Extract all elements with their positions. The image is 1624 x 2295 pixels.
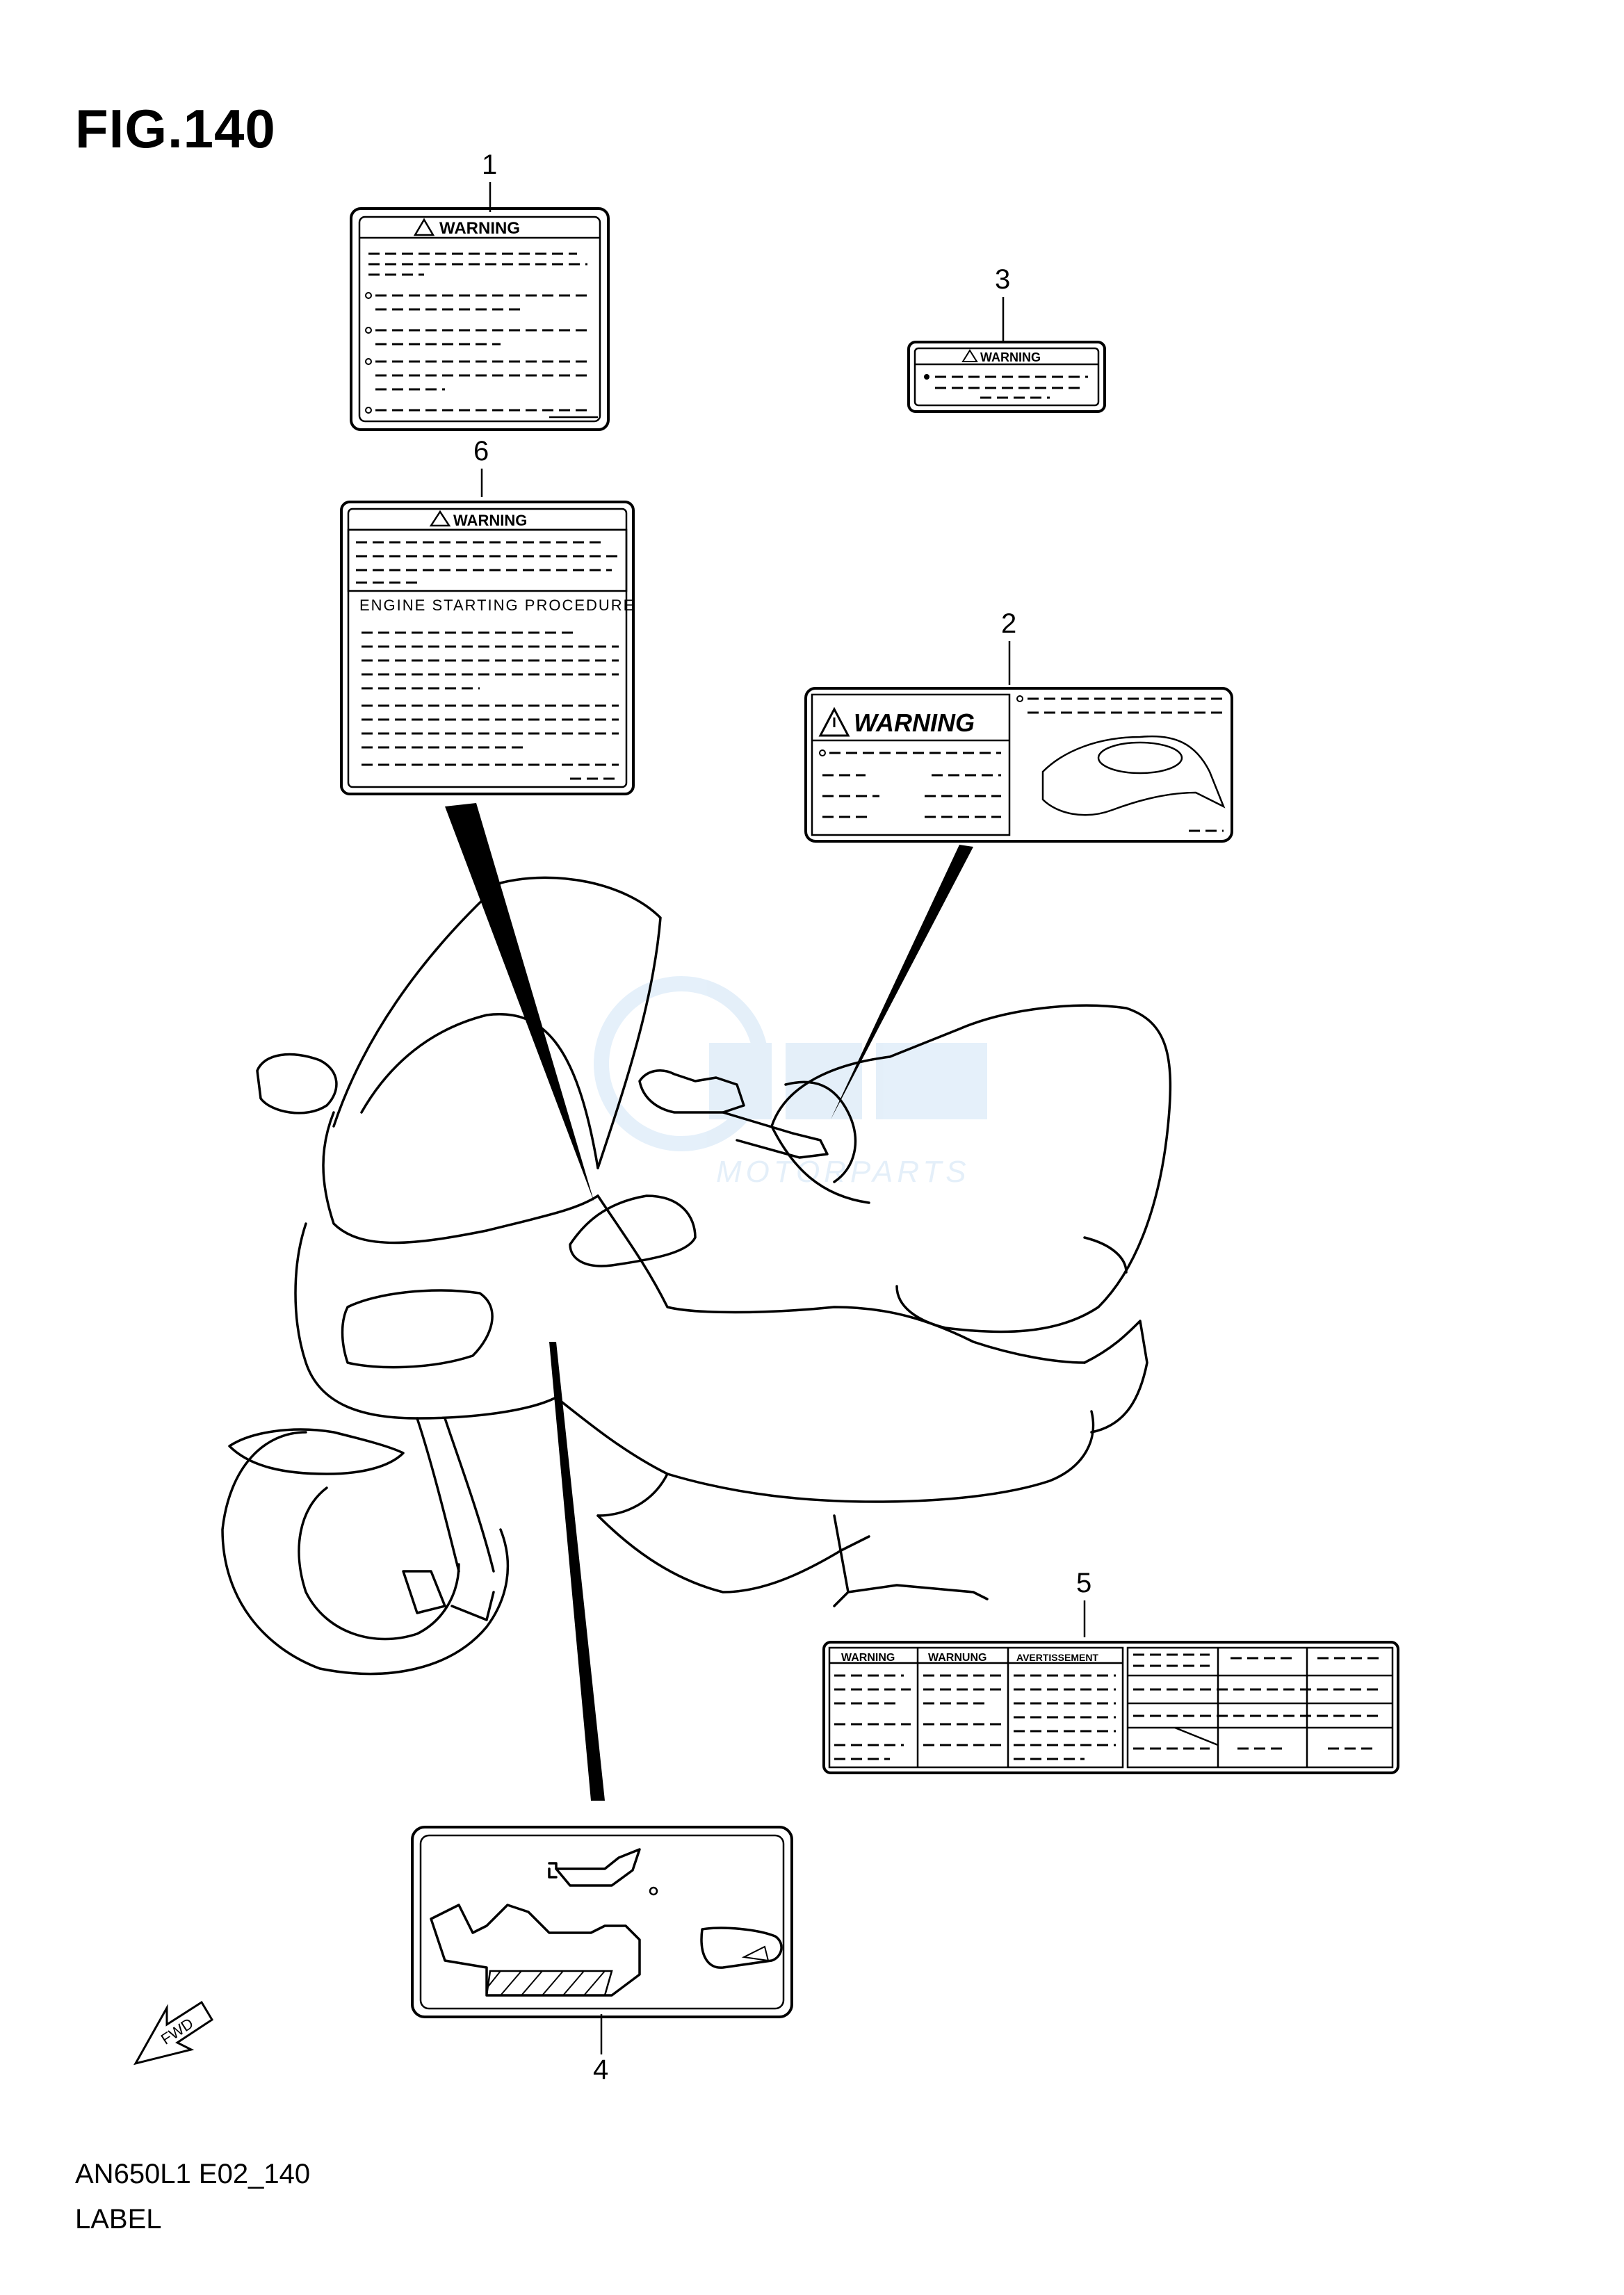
callout-number-1: 1 xyxy=(482,149,497,180)
callout-2: 2 xyxy=(1001,608,1016,685)
label-2-warning: WARNING xyxy=(804,687,1233,843)
watermark: MOTORPARTS xyxy=(594,976,987,1189)
figure-section-name: LABEL xyxy=(75,2204,162,2235)
callout-3: 3 xyxy=(995,264,1010,341)
callout-number-6: 6 xyxy=(473,436,489,467)
label-6-warning-text: WARNING xyxy=(453,512,527,529)
label-2-warning-text: WARNING xyxy=(854,708,975,737)
label-1-warning: WARNING xyxy=(350,207,610,431)
callout-1: 1 xyxy=(482,149,497,212)
pointer-label-6 xyxy=(445,803,594,1203)
label-6-warning-engine-starting: WARNING ENGINE STARTING PROCEDURE xyxy=(340,501,635,795)
callout-number-2: 2 xyxy=(1001,608,1016,639)
pointer-label-2 xyxy=(831,845,973,1119)
label-4-oil-pictogram xyxy=(411,1826,793,2018)
label-3-warning-text: WARNING xyxy=(980,350,1041,364)
label-5-multilingual: WARNING WARNUNG AVERTISSEMENT xyxy=(822,1641,1399,1774)
label-1-warning-text: WARNING xyxy=(439,219,520,238)
callout-6: 6 xyxy=(473,436,489,497)
callout-4: 4 xyxy=(593,2014,608,2085)
callout-number-4: 4 xyxy=(593,2054,608,2085)
label-5-warning-text: WARNING xyxy=(841,1652,895,1664)
callout-number-5: 5 xyxy=(1076,1568,1091,1598)
scooter-illustration xyxy=(221,876,1172,1676)
label-5-avertissement-text: AVERTISSEMENT xyxy=(1016,1652,1098,1663)
figure-title: FIG.140 xyxy=(75,98,276,159)
figure-model-code: AN650L1 E02_140 xyxy=(75,2159,311,2189)
callout-number-3: 3 xyxy=(995,264,1010,295)
fwd-arrow-icon: FWD xyxy=(133,2000,214,2066)
label-6-engine-starting-text: ENGINE STARTING PROCEDURE xyxy=(359,597,635,614)
label-3-warning: WARNING xyxy=(907,341,1106,413)
label-5-warnung-text: WARNUNG xyxy=(928,1652,986,1664)
callout-5: 5 xyxy=(1076,1568,1091,1637)
watermark-text: MOTORPARTS xyxy=(716,1155,971,1189)
pointer-label-4 xyxy=(549,1342,605,1801)
